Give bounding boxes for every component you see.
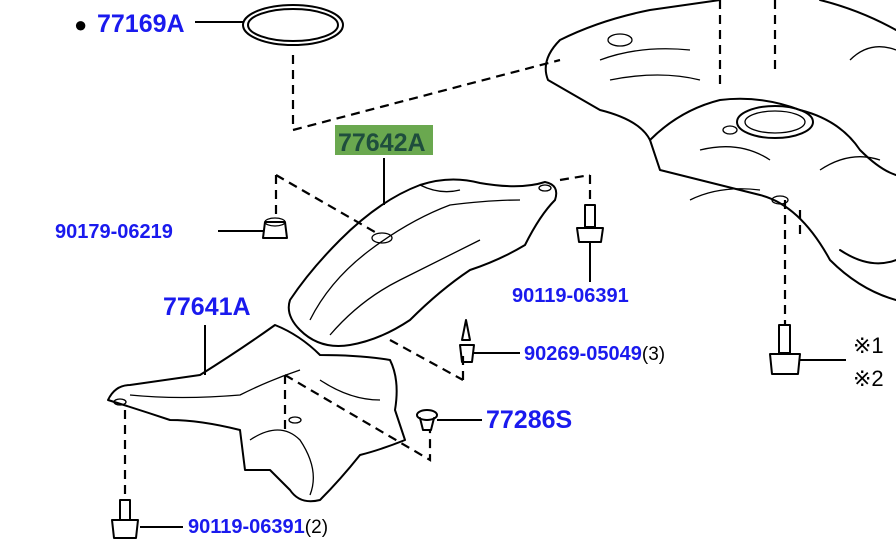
bolt-upper-drawing [576,204,604,243]
part-label-77642A[interactable]: 77642A [338,129,426,157]
part-label-90119-06391-lower: 90119-06391(2) [188,516,328,538]
part-label-90269-05049: 90269-05049(3) [524,343,665,365]
part-label-90119-06391-upper[interactable]: 90119-06391 [512,285,629,307]
leader-lines [140,21,846,528]
assembly-guide-lines [123,0,802,500]
part-label-77286S[interactable]: 77286S [486,406,572,434]
fuel-tank-drawing [544,0,896,301]
gasket-marker: ● [74,12,87,37]
part-label-77641A[interactable]: 77641A [163,293,251,321]
clip-number[interactable]: 90269-05049 [524,343,642,365]
bolt-lower-qty: (2) [305,517,328,538]
tank-bolt-drawing [769,324,801,375]
bolt-lower-number[interactable]: 90119-06391 [188,516,305,538]
lower-protector-drawing [107,324,406,503]
part-label-77169A[interactable]: 77169A [97,10,185,38]
note-1: ※1 [853,333,884,358]
plug-drawing [416,409,438,431]
clip-drawing [459,319,475,363]
nut-drawing [262,217,288,239]
part-label-90179-06219[interactable]: 90179-06219 [55,221,173,243]
highlight-box [335,125,433,155]
clip-qty: (3) [642,344,665,365]
note-2: ※2 [853,366,884,391]
bolt-lower-drawing [111,499,139,539]
gasket-ring-drawing [242,4,344,46]
upper-protector-drawing [287,178,558,347]
